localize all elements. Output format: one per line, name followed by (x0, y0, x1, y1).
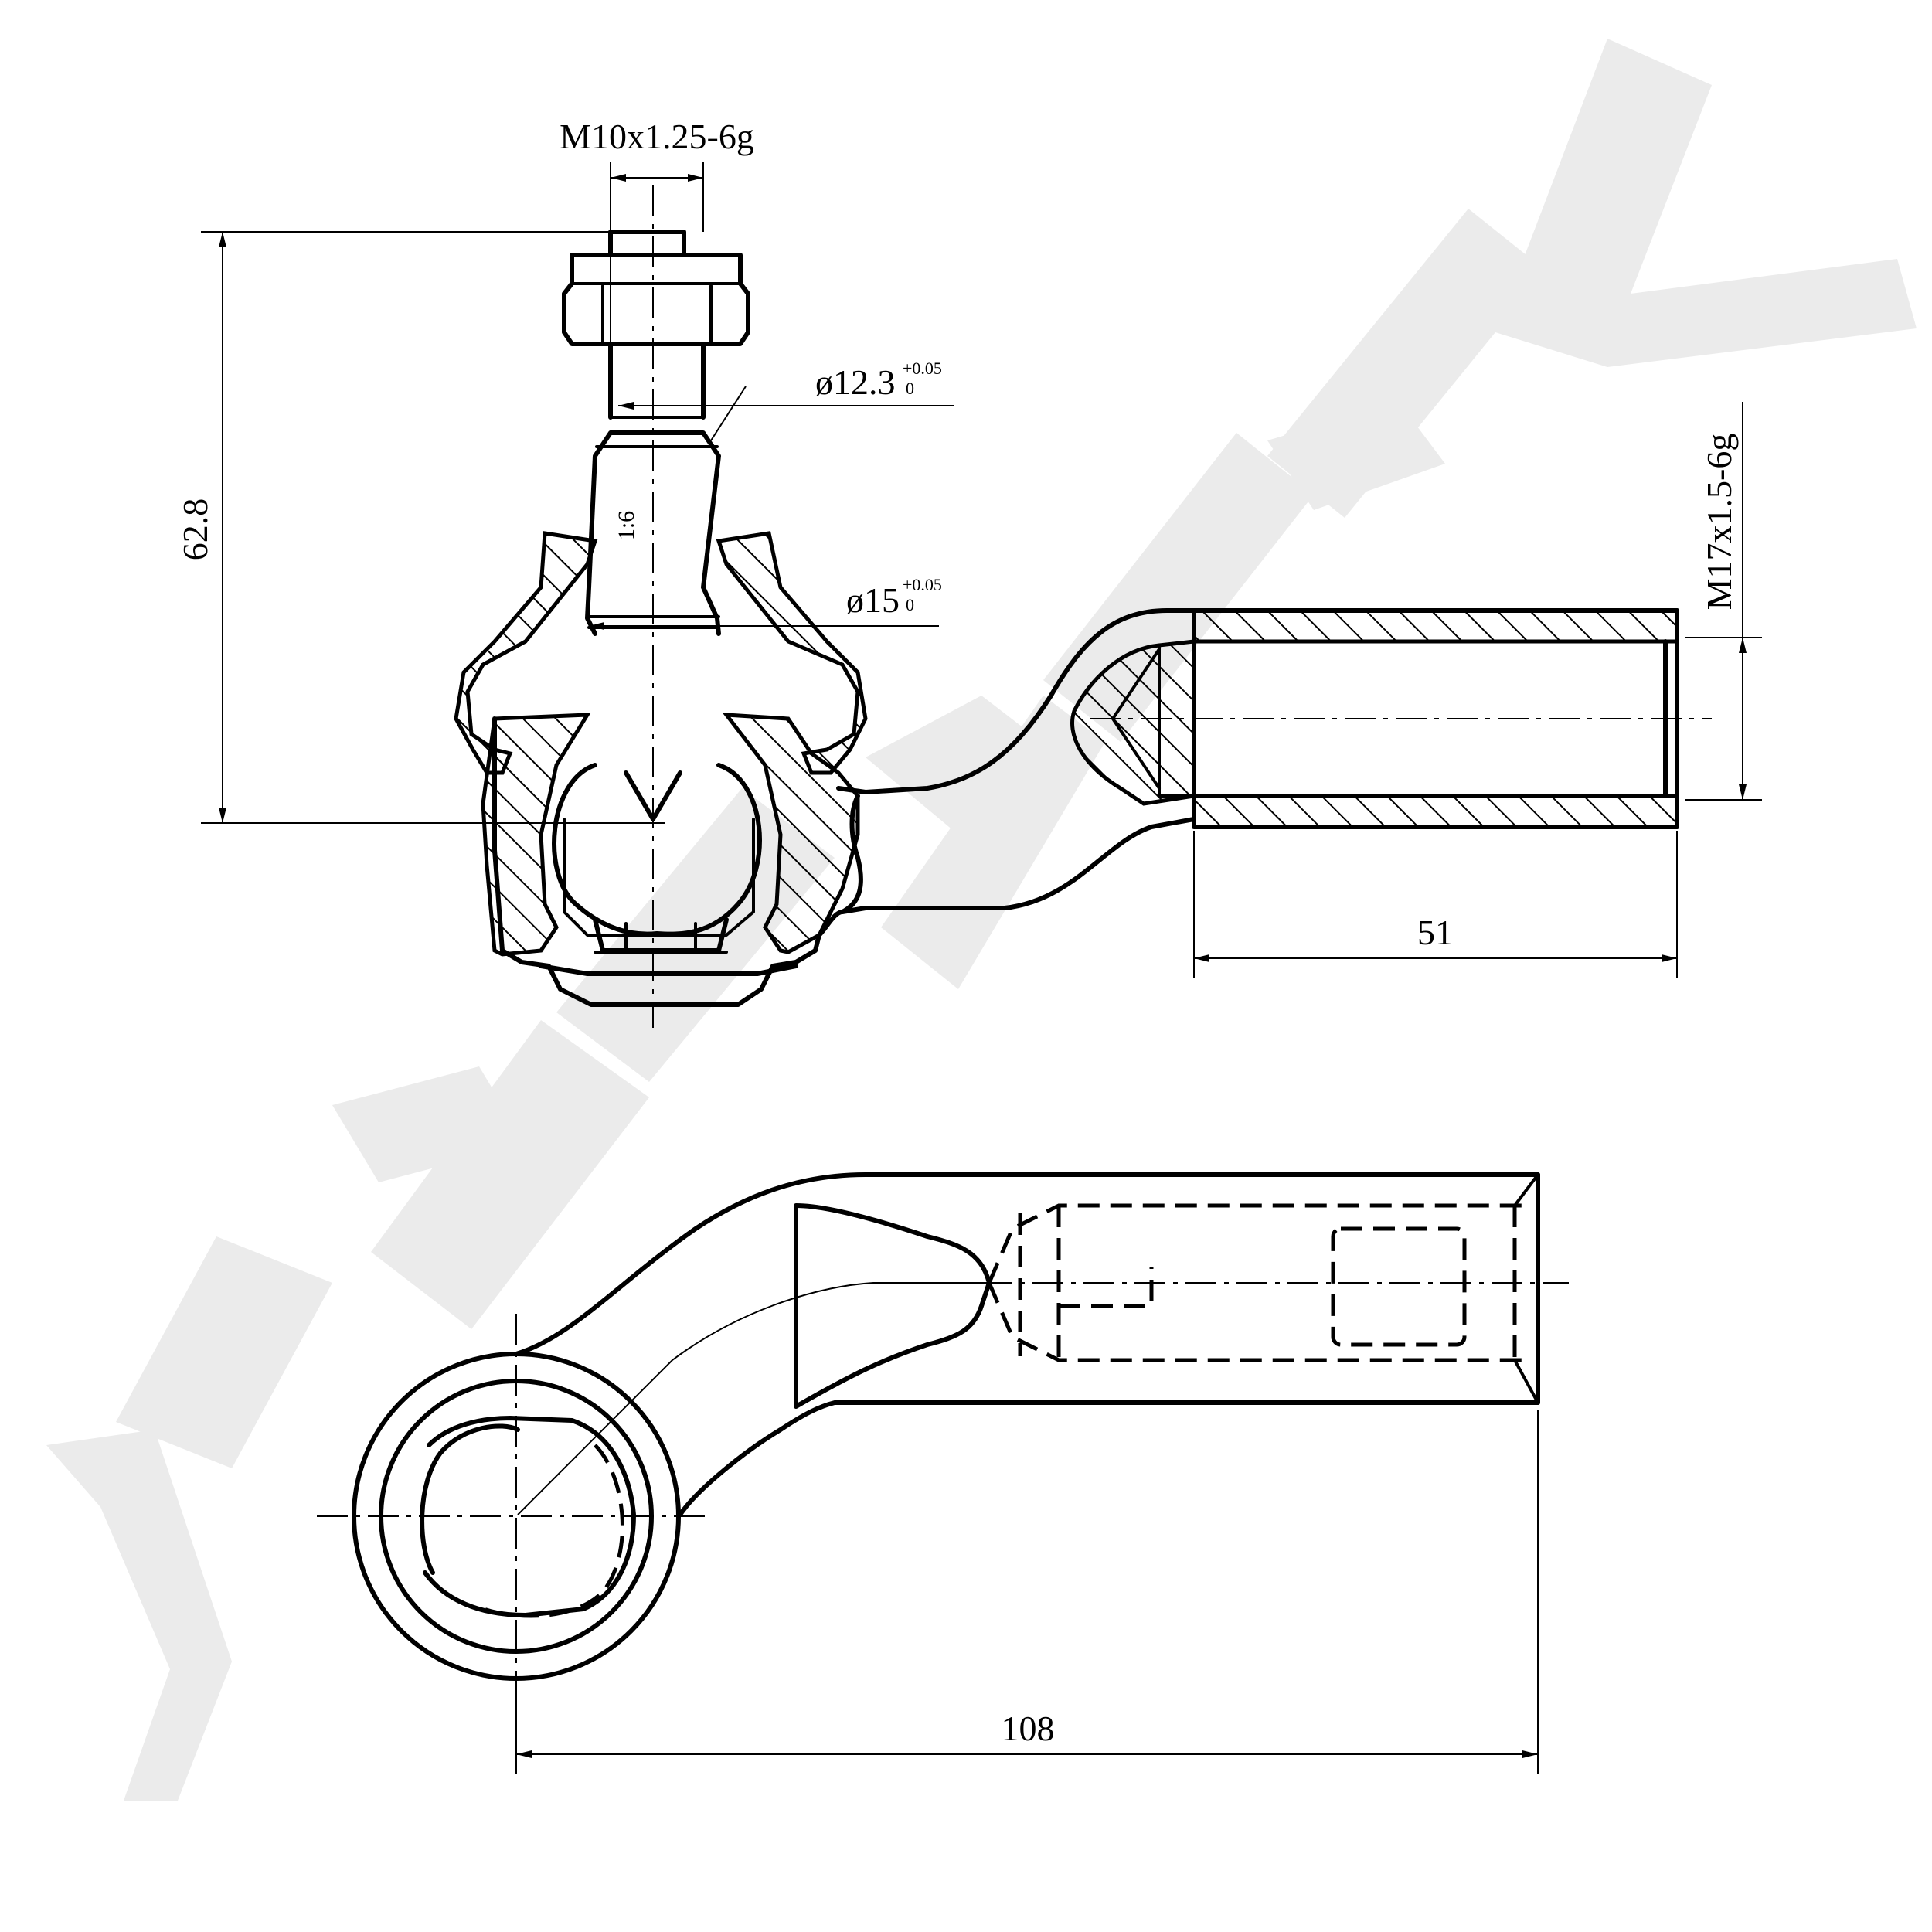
taper-ratio-label: 1:6 (614, 511, 639, 540)
socket-thread-label: M17x1.5-6g (1699, 434, 1739, 611)
overall-height-label: 62.8 (175, 498, 215, 561)
stud-thread-label: M10x1.25-6g (560, 117, 754, 156)
dim-overall-height: 62.8 (175, 231, 665, 824)
dim-stud-thread: M10x1.25-6g (560, 117, 754, 232)
dim-taper-small: ø12.3 +0.05 0 (618, 359, 954, 441)
castle-nut (562, 230, 750, 346)
plan-view: 108 (317, 1172, 1569, 1774)
threaded-socket (1070, 608, 1679, 829)
dim-center-distance: 108 (515, 1410, 1539, 1774)
hidden-bore (987, 1172, 1540, 1405)
centerlines-section (652, 185, 1712, 1028)
dim-socket-thread: M17x1.5-6g (1685, 402, 1762, 801)
taper-small-label: ø12.3 (815, 362, 896, 402)
taper-large-tol-upper: +0.05 (903, 575, 942, 594)
thread-length-label: 51 (1417, 913, 1453, 952)
taper-large-label: ø15 (846, 580, 900, 620)
watermark (46, 39, 1917, 1801)
centerlines-plan (317, 1282, 1569, 1723)
dim-taper-large: ø15 +0.05 0 (589, 575, 942, 630)
taper-small-tol-upper: +0.05 (903, 359, 942, 378)
stud-thread (608, 232, 706, 420)
socket-housing (481, 713, 860, 1007)
ball-joint (552, 763, 762, 954)
center-distance-label: 108 (1002, 1709, 1055, 1748)
taper-large-tol-lower: 0 (906, 595, 914, 614)
dim-thread-length: 51 (1193, 831, 1678, 978)
section-view: M10x1.25-6g ø12.3 +0.05 0 1:6 ø15 +0.05 … (175, 117, 1762, 1028)
arm-body (817, 608, 1679, 937)
taper-small-tol-lower: 0 (906, 379, 914, 398)
